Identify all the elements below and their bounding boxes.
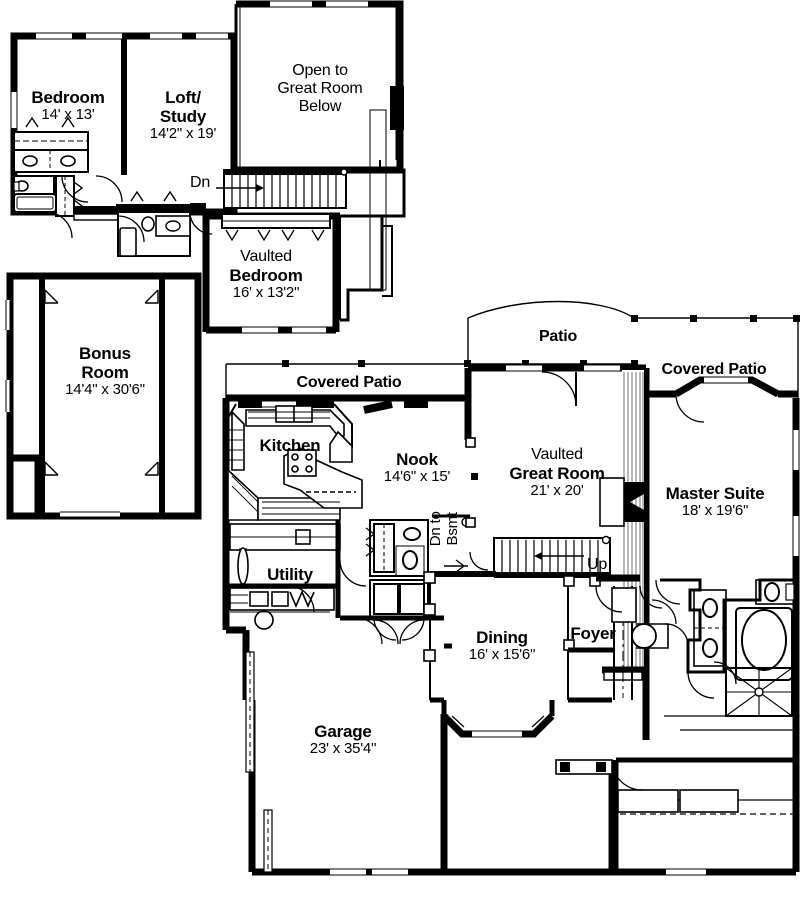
room-label-nook: Nook 14'6" x 15'	[383, 450, 451, 486]
upper-stair-down	[216, 168, 348, 209]
master-suite-structure	[612, 376, 800, 876]
bedroom-closet	[13, 116, 89, 173]
annotation-stair-up: Up	[586, 556, 608, 573]
patio-outline	[466, 300, 799, 365]
dining-structure	[423, 571, 643, 791]
annotation-open-to-great-room-below: Open to Great Room Below	[277, 62, 363, 115]
annotation-stair-down: Dn	[189, 174, 211, 191]
main-floor-structure	[222, 300, 800, 876]
annotation-down-to-basement: Dn to Bsmt	[427, 511, 461, 547]
room-label-foyer: Foyer	[570, 624, 616, 643]
utility-room	[229, 523, 341, 630]
master-closet	[617, 789, 796, 815]
annotation-covered-patio-right: Covered Patio	[661, 361, 767, 378]
foyer-structure	[555, 574, 689, 775]
upper-floor-structure	[5, 0, 406, 520]
garage-structure	[245, 615, 452, 876]
main-stair-up	[430, 535, 611, 578]
annotation-patio: Patio	[538, 328, 578, 345]
room-label-bonus-room: Bonus Room 14'4" x 30'6"	[65, 344, 145, 399]
upper-left-bath	[13, 175, 57, 213]
upper-hall-closets	[55, 175, 119, 221]
room-label-great-room: Vaulted Great Room 21' x 20'	[509, 446, 605, 499]
room-label-loft-study: Loft/ Study 14'2" x 19'	[149, 88, 217, 143]
room-label-master-suite: Master Suite 18' x 19'6"	[665, 484, 765, 520]
powder-room	[369, 519, 429, 619]
room-label-kitchen: Kitchen	[259, 436, 321, 455]
master-bath	[660, 578, 797, 731]
room-label-utility: Utility	[267, 565, 313, 584]
room-label-dining: Dining 16' x 15'6"	[468, 628, 536, 664]
annotation-covered-patio-left: Covered Patio	[296, 374, 402, 391]
room-label-bedroom: Bedroom 14' x 13'	[31, 88, 105, 124]
upper-right-bath	[116, 190, 206, 257]
room-label-vaulted-bedroom: Vaulted Bedroom 16' x 13'2"	[229, 248, 303, 301]
kitchen-counters	[227, 405, 363, 521]
covered-patio-left-outline	[225, 363, 468, 398]
room-label-garage: Garage 23' x 35'4"	[309, 722, 377, 758]
